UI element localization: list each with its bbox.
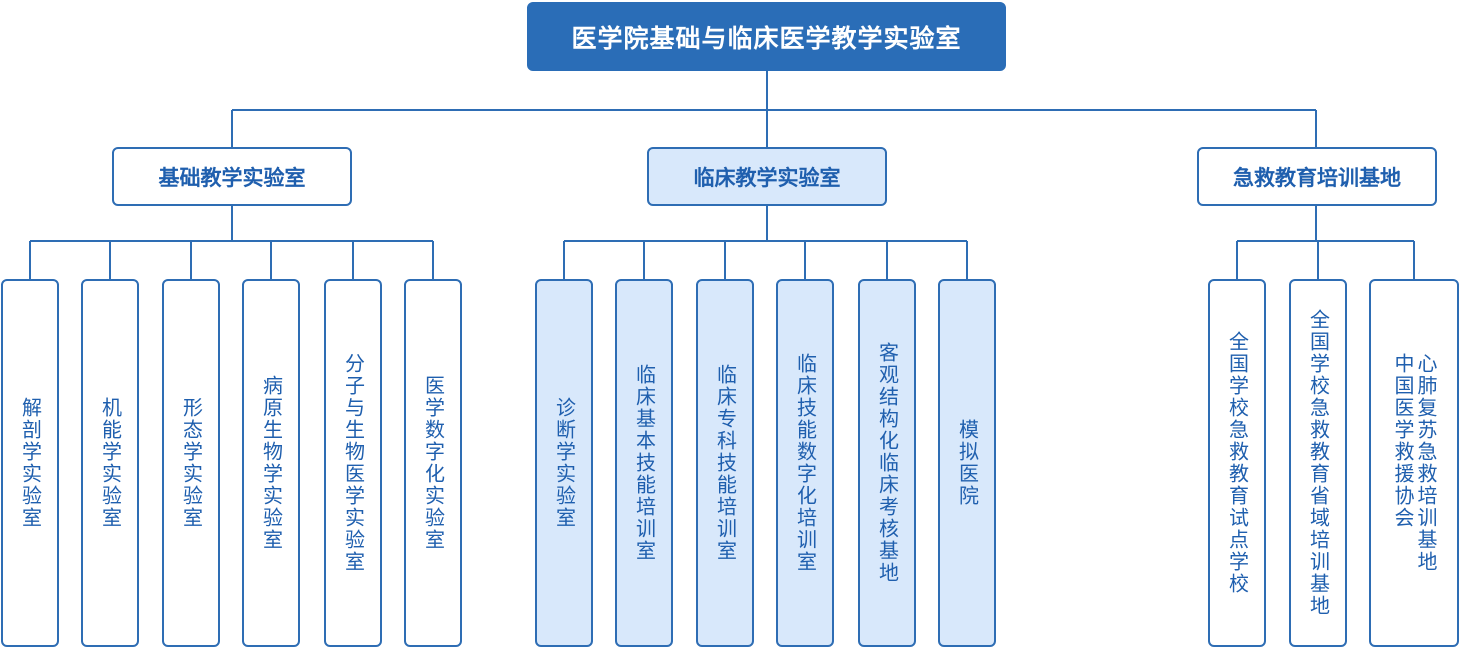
root-node: 医学院基础与临床医学教学实验室 <box>527 2 1006 71</box>
branch-clinical: 临床教学实验室 <box>647 147 887 206</box>
node-digital-lab: 医学数字化实验室 <box>404 279 462 647</box>
node-label: 临床技能数字化培训室 <box>793 353 818 573</box>
node-label: 全国学校急救教育试点学校 <box>1225 331 1250 595</box>
node-physiology-lab: 机能学实验室 <box>81 279 139 647</box>
branch-emergency: 急救教育培训基地 <box>1197 147 1437 206</box>
node-diagnostics-lab: 诊断学实验室 <box>535 279 593 647</box>
node-provincial-base: 全国学校急救教育省域培训基地 <box>1289 279 1347 647</box>
node-label: 分子与生物医学实验室 <box>341 353 366 573</box>
root-label: 医学院基础与临床医学教学实验室 <box>571 23 962 53</box>
node-label: 病原生物学实验室 <box>259 375 284 551</box>
branch-basic: 基础教学实验室 <box>112 147 352 206</box>
node-anatomy-lab: 解剖学实验室 <box>1 279 59 647</box>
node-morphology-lab: 形态学实验室 <box>162 279 220 647</box>
node-label: 诊断学实验室 <box>552 397 577 529</box>
node-digital-skills-room: 临床技能数字化培训室 <box>776 279 834 647</box>
node-osce-base: 客观结构化临床考核基地 <box>858 279 916 647</box>
node-label: 机能学实验室 <box>98 397 123 529</box>
node-basic-skills-room: 临床基本技能培训室 <box>615 279 673 647</box>
node-pathogen-lab: 病原生物学实验室 <box>242 279 300 647</box>
node-label: 全国学校急救教育省域培训基地 <box>1306 309 1331 617</box>
node-label: 医学数字化实验室 <box>421 375 446 551</box>
node-label: 模拟医院 <box>955 419 980 507</box>
branch-label: 临床教学实验室 <box>693 165 841 190</box>
node-label: 临床专科技能培训室 <box>713 364 738 562</box>
node-pilot-school: 全国学校急救教育试点学校 <box>1208 279 1266 647</box>
node-cpr-base: 心肺复苏急救培训基地 中国医学救援协会 <box>1369 279 1459 647</box>
node-label: 形态学实验室 <box>179 397 204 529</box>
branch-label: 急救教育培训基地 <box>1233 165 1401 190</box>
node-molecular-lab: 分子与生物医学实验室 <box>324 279 382 647</box>
node-label: 心肺复苏急救培训基地 中国医学救援协会 <box>1391 353 1438 573</box>
node-specialty-skills-room: 临床专科技能培训室 <box>696 279 754 647</box>
node-label: 临床基本技能培训室 <box>632 364 657 562</box>
branch-label: 基础教学实验室 <box>158 165 306 190</box>
node-label: 解剖学实验室 <box>18 397 43 529</box>
node-label: 客观结构化临床考核基地 <box>875 342 900 584</box>
node-simulated-hospital: 模拟医院 <box>938 279 996 647</box>
